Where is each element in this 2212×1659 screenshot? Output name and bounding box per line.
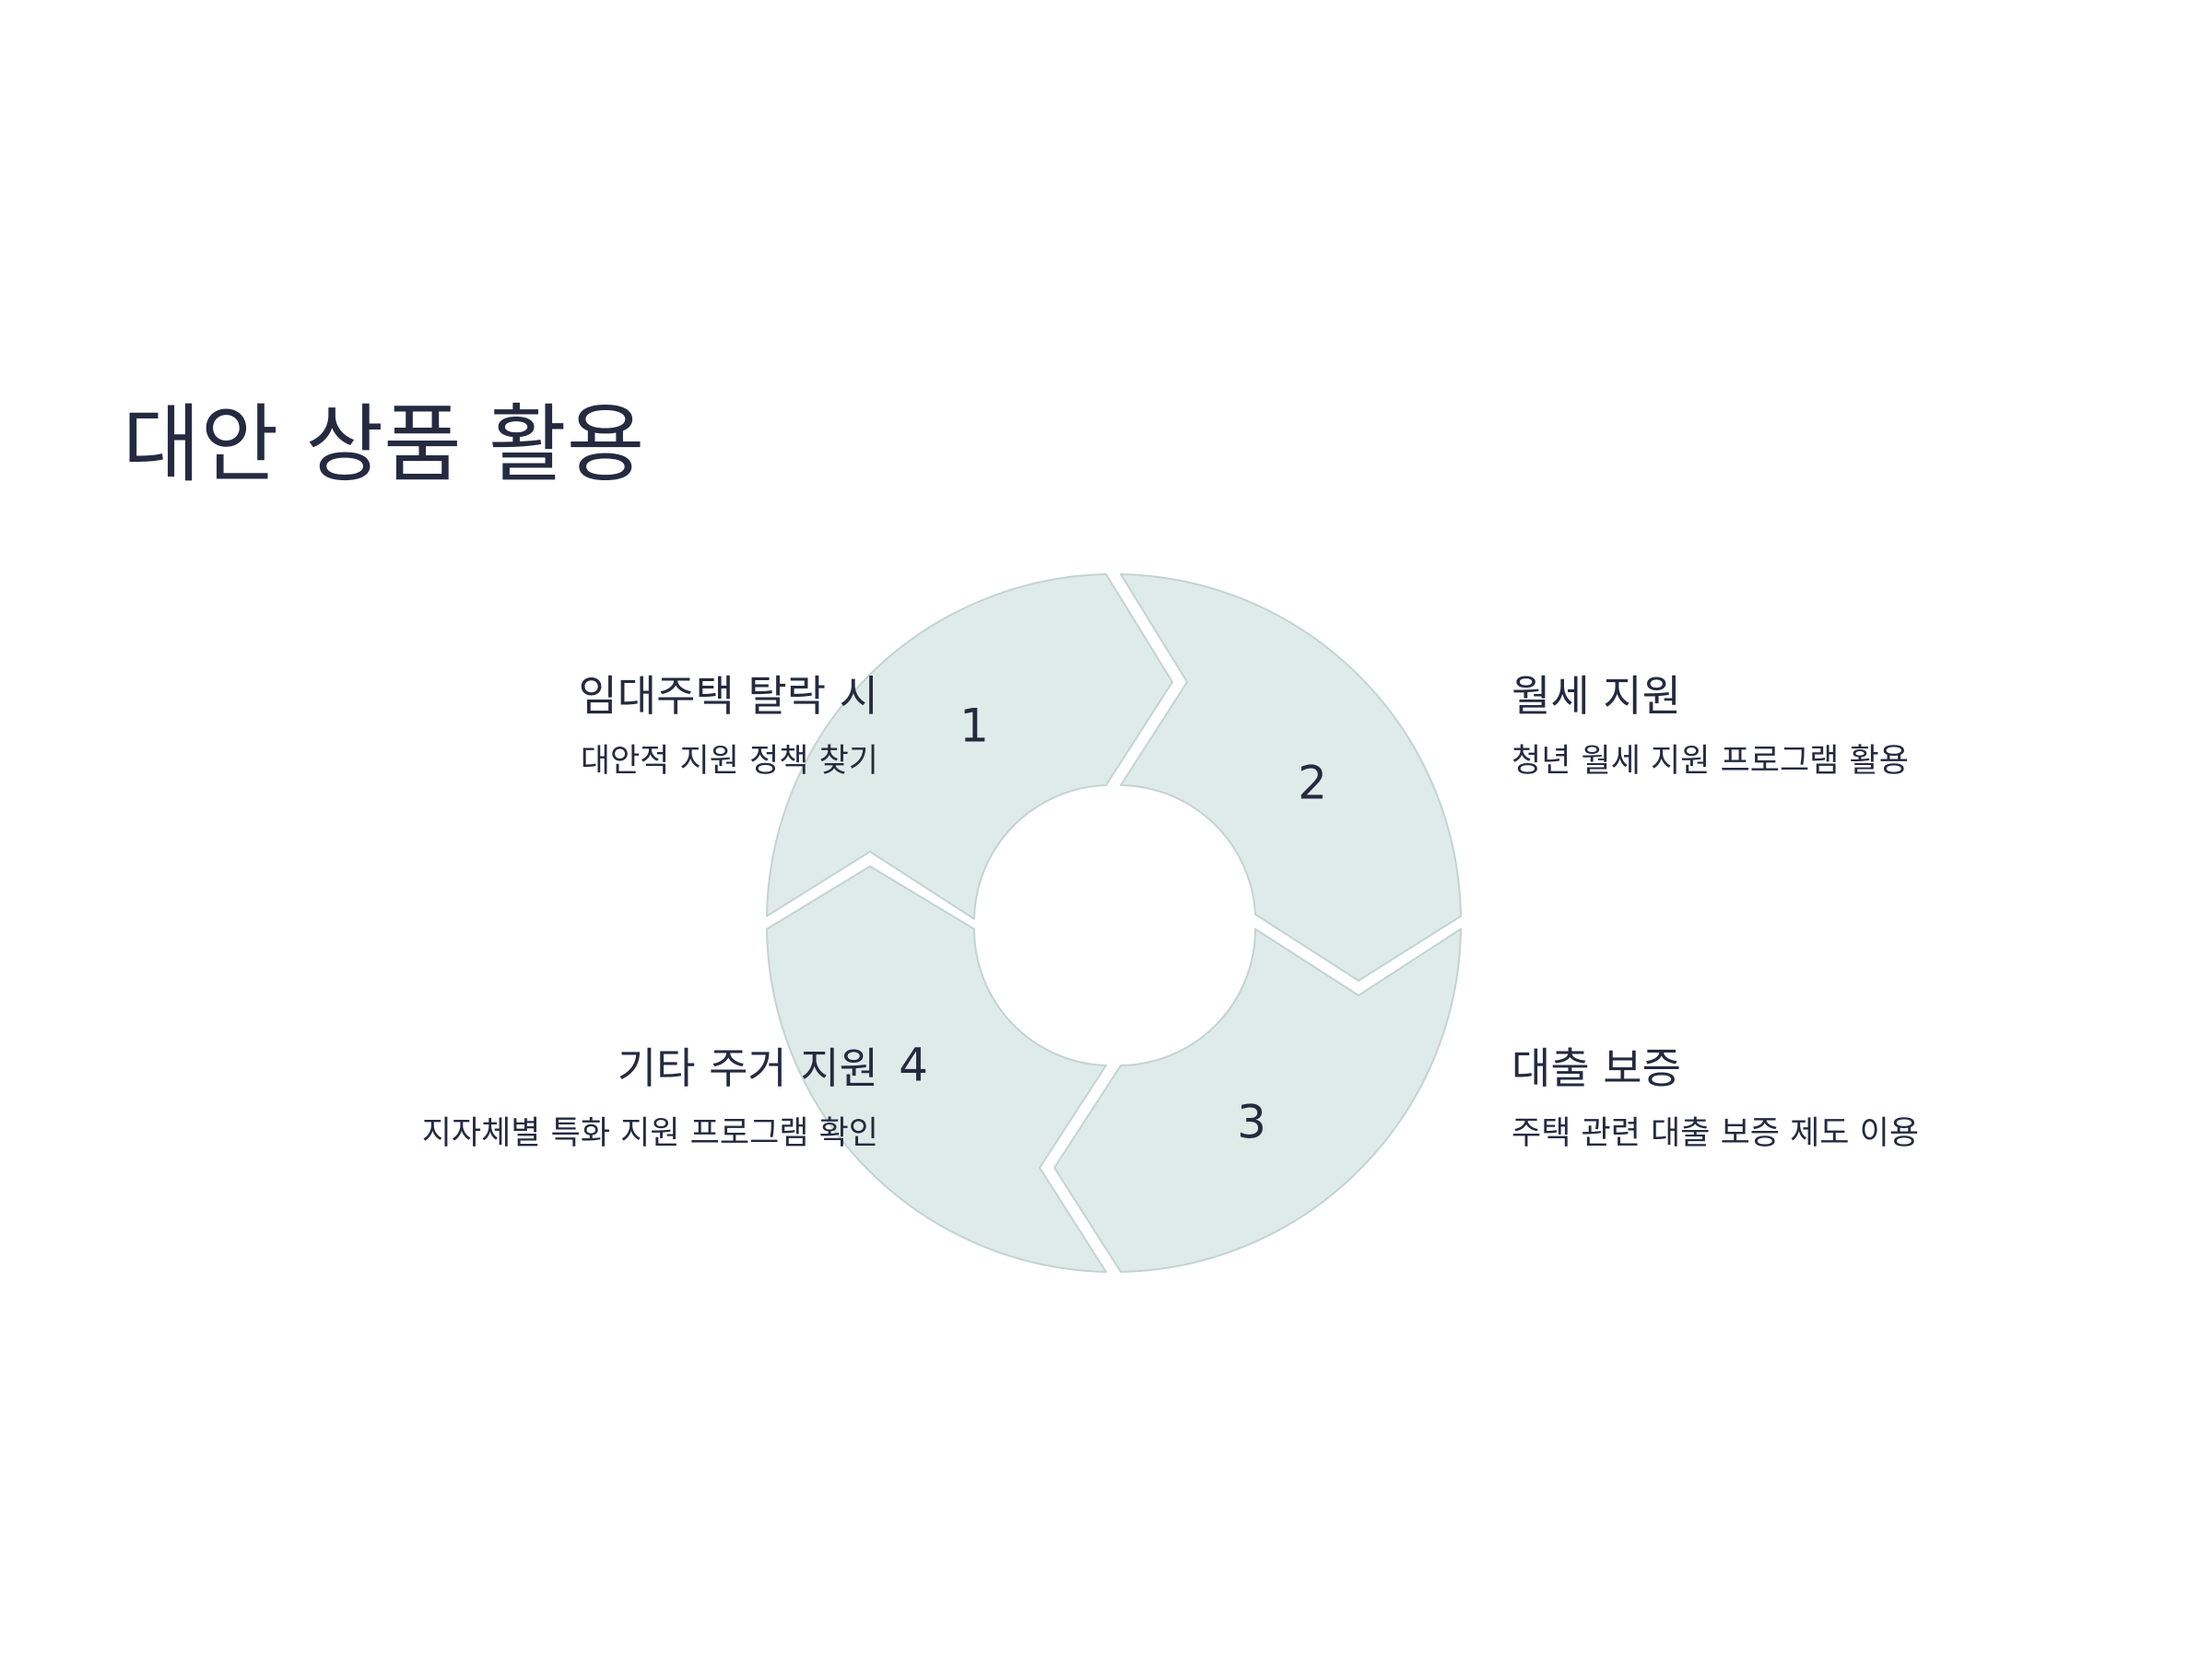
step-3-description: 주택 관련 대출 보증 제도 이용	[1512, 1115, 1920, 1153]
cycle-segment-3	[1053, 928, 1462, 1273]
cycle-segment-1	[766, 573, 1173, 920]
step-1-label: 임대주택 탈락 시 대안적 지원 정책 찾기	[123, 671, 878, 781]
step-2-title: 월세 지원	[1512, 671, 1681, 721]
step-2-label: 월세 지원 청년 월세 지원 프로그램 활용	[1512, 671, 2212, 781]
step-1-title: 임대주택 탈락 시	[578, 671, 878, 721]
cycle-step-number-2: 2	[1298, 757, 1327, 810]
cycle-step-number-4: 4	[899, 1039, 928, 1092]
page-title: 대안 상품 활용	[123, 395, 645, 494]
step-3-label: 대출 보증 주택 관련 대출 보증 제도 이용	[1512, 1043, 2212, 1153]
step-2-description: 청년 월세 지원 프로그램 활용	[1512, 743, 1909, 781]
step-4-title: 기타 주거 지원	[617, 1043, 878, 1093]
step-4-label: 기타 주거 지원 지자체별 특화 지원 프로그램 확인	[123, 1043, 878, 1153]
step-3-title: 대출 보증	[1512, 1043, 1681, 1093]
step-4-description: 지자체별 특화 지원 프로그램 확인	[421, 1115, 878, 1153]
cycle-step-number-3: 3	[1237, 1096, 1266, 1149]
cycle-segment-2	[1120, 573, 1462, 982]
step-1-description: 대안적 지원 정책 찾기	[580, 743, 878, 781]
cycle-segment-4	[766, 865, 1107, 1273]
cycle-step-number-1: 1	[959, 700, 989, 753]
